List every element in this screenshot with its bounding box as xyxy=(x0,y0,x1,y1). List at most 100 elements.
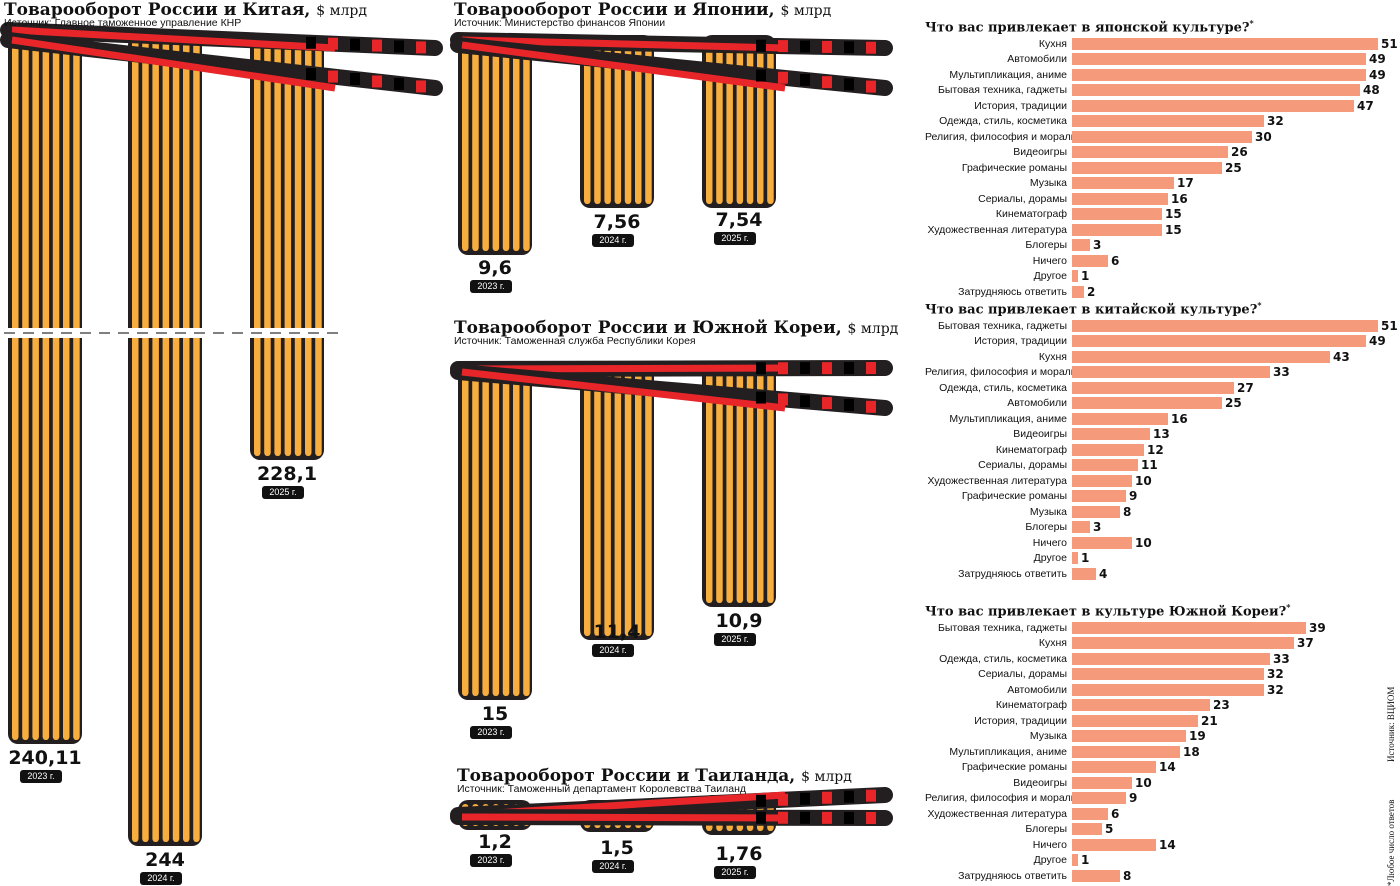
survey-category: Кухня xyxy=(1038,637,1067,650)
japan-bar-1-strand xyxy=(604,39,611,204)
korea-bar-1-strand xyxy=(635,369,642,636)
survey-value: 25 xyxy=(1225,396,1242,411)
survey-value: 9 xyxy=(1129,489,1138,504)
korea-bar-2-strand xyxy=(726,369,733,603)
korea-chopstick-band xyxy=(866,362,876,375)
china-bar-2-strand xyxy=(305,39,312,456)
japan-bar-0-strand xyxy=(492,39,500,251)
korea-year-badge: 2023 г. xyxy=(470,726,512,739)
china-bar-0-strand xyxy=(52,39,60,740)
survey-title: Что вас привлекает в китайской культуре?… xyxy=(925,300,1400,318)
survey-bar xyxy=(1072,319,1378,332)
korea-bar-0-strand xyxy=(492,369,500,696)
survey-category: Мультипликация, аниме xyxy=(949,745,1067,758)
survey-bar xyxy=(1072,223,1162,236)
survey-category: Ничего xyxy=(1032,254,1067,267)
japan-chopstick-red xyxy=(461,41,786,92)
korea-bar-1-strand xyxy=(584,369,591,636)
china-bar-0-strand xyxy=(73,39,80,740)
china-value-label: 240,11 xyxy=(8,747,82,769)
survey-bar xyxy=(1072,68,1366,81)
china-bar-0-strand xyxy=(12,39,19,740)
japan-bar-0-strand xyxy=(472,39,479,251)
survey-bar xyxy=(1072,335,1366,348)
china-title-text: Товарооборот России и Китая, xyxy=(4,0,311,20)
thai-chopstick-band xyxy=(778,793,788,806)
china-chopstick-band xyxy=(372,39,382,52)
korea-chopstick-band xyxy=(844,398,854,411)
china-chopstick-band xyxy=(416,80,426,93)
korea-chopstick-red xyxy=(461,368,786,412)
survey-bar xyxy=(1072,552,1078,565)
china-year-badge: 2025 г. xyxy=(262,486,304,499)
china-bar-1-strand xyxy=(132,39,139,842)
thai-chopstick-band xyxy=(800,792,810,805)
survey-bar xyxy=(1072,37,1378,50)
thai-chopstick-band xyxy=(800,811,810,824)
survey-category: Затрудняюсь ответить xyxy=(958,285,1067,298)
survey-value: 33 xyxy=(1273,651,1290,666)
japan-value-label: 9,6 xyxy=(478,257,512,279)
survey-category: Религия, философия и мораль xyxy=(925,792,1077,805)
survey-category: Сериалы, дорамы xyxy=(978,668,1067,681)
survey-value: 33 xyxy=(1273,365,1290,380)
survey-value: 17 xyxy=(1177,176,1194,191)
survey-category: Другое xyxy=(1033,552,1067,565)
japan-chopstick-band xyxy=(844,41,854,54)
survey-bar xyxy=(1072,366,1270,379)
korea-bar-0-strand xyxy=(462,369,469,696)
survey-bar xyxy=(1072,208,1162,221)
china-bar-1-strand xyxy=(152,39,159,842)
survey-row: Автомобили 25 xyxy=(925,396,1400,412)
survey-source: Источник: ВЦИОМ xyxy=(1386,686,1396,762)
survey-value: 10 xyxy=(1135,535,1152,550)
survey-value: 16 xyxy=(1171,411,1188,426)
china-chopstick-band xyxy=(350,38,360,51)
korea-value-label: 11,4 xyxy=(593,621,641,643)
china-title: Товарооборот России и Китая, $ млрд xyxy=(4,0,367,20)
japan-source: Источник: Министерство финансов Японии xyxy=(454,17,666,29)
china-bar-0-strand xyxy=(32,39,39,740)
china-bar-2-strand xyxy=(284,39,292,456)
japan-bar-1-strand xyxy=(614,39,622,204)
korea-bar-1-strand xyxy=(594,369,601,636)
korea-chopstick-band xyxy=(800,395,810,408)
survey-category: Автомобили xyxy=(1007,397,1067,410)
survey-bar xyxy=(1072,99,1354,112)
survey-bar xyxy=(1072,443,1144,456)
china-chopstick-band xyxy=(328,70,338,83)
survey-category: Другое xyxy=(1033,854,1067,867)
survey-category: Одежда, стиль, косметика xyxy=(939,381,1067,394)
survey-title-text: Что вас привлекает в японской культуре? xyxy=(925,20,1250,36)
japan-bar-1-strand xyxy=(594,39,601,204)
survey-category: Мультипликация, аниме xyxy=(949,412,1067,425)
asterisk: * xyxy=(1286,602,1291,612)
survey-category: Автомобили xyxy=(1007,683,1067,696)
korea-value-label: 15 xyxy=(481,703,509,725)
survey-bar xyxy=(1072,254,1108,267)
china-bar-0-strand xyxy=(22,39,29,740)
japan-bar-2-strand xyxy=(767,39,774,204)
thai-chopstick-band xyxy=(844,811,854,824)
asterisk: * xyxy=(1249,18,1254,28)
survey-bar xyxy=(1072,53,1366,66)
axis-break xyxy=(0,328,335,338)
survey-value: 5 xyxy=(1105,822,1114,837)
china-value-label: 228,1 xyxy=(256,463,318,485)
